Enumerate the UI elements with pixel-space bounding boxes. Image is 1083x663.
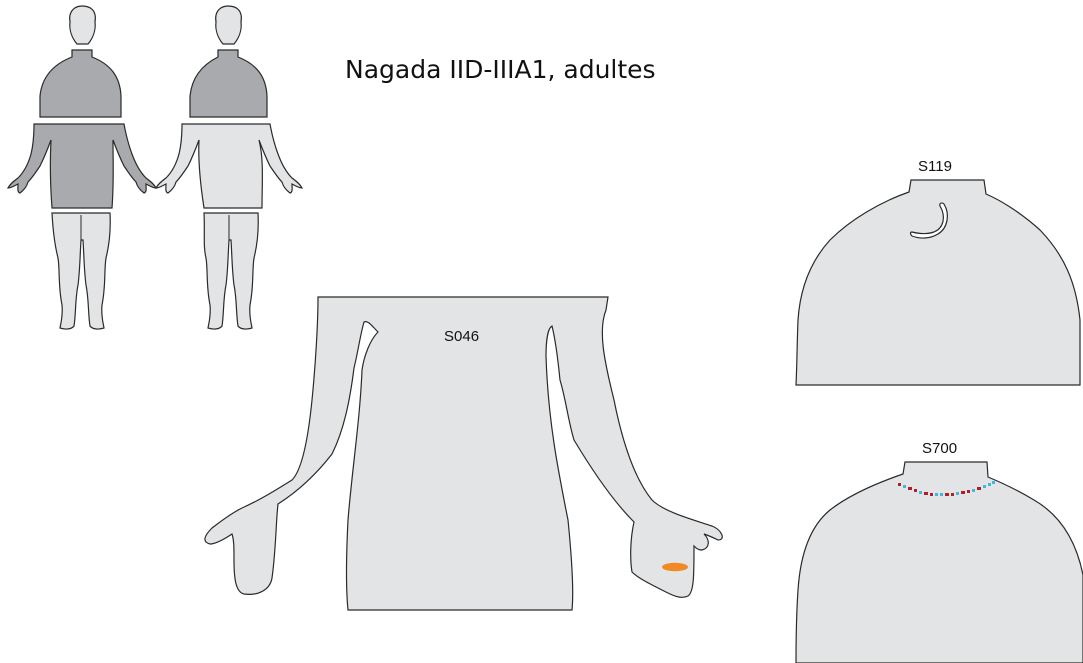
figure-back-legs <box>204 213 258 329</box>
s700-shoulders-shape <box>796 462 1083 663</box>
figure-front-torso-arms <box>8 124 156 208</box>
diagram-title: Nagada IID-IIIA1, adultes <box>345 55 656 84</box>
figure-back-head <box>216 6 242 44</box>
panel-s119: S119 <box>796 158 1080 385</box>
panel-s046: S046 <box>205 297 722 610</box>
figure-back-shoulders <box>190 50 267 117</box>
figure-back-torso-arms <box>156 124 302 208</box>
s119-label: S119 <box>918 158 952 175</box>
figure-front-head <box>70 6 96 44</box>
s119-shoulders-shape <box>796 180 1080 385</box>
panel-s700: S700 <box>796 440 1083 663</box>
s700-label: S700 <box>922 440 957 457</box>
s046-orange-bead <box>662 563 688 571</box>
figure-front-shoulders <box>40 50 121 117</box>
reference-figure-front <box>8 6 156 329</box>
reference-figure-back <box>156 6 302 329</box>
s046-label: S046 <box>444 328 479 345</box>
